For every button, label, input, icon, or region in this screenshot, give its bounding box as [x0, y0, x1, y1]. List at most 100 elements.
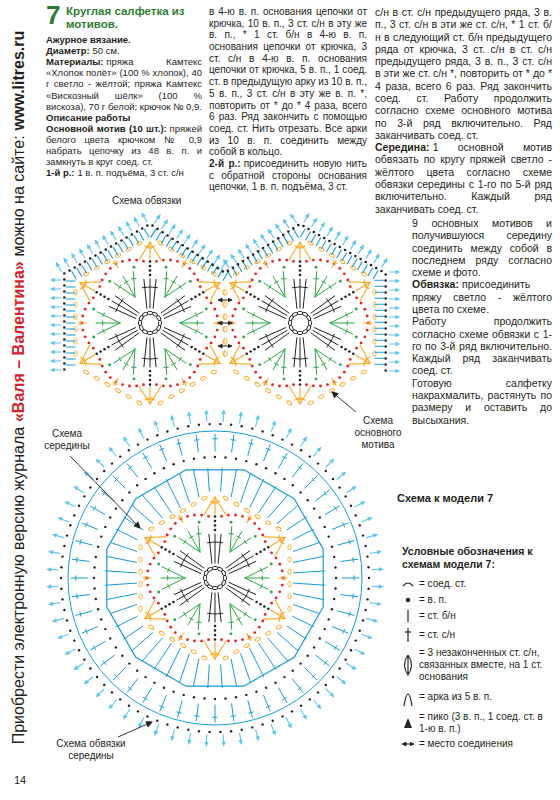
stitch-bar	[81, 357, 85, 359]
chain-dot	[263, 605, 266, 608]
stitch-line	[389, 325, 395, 326]
stitch-bar	[322, 363, 326, 365]
paragraph: Готовую салфетку накрахмалить, растянуть…	[412, 377, 552, 426]
chain-dot	[282, 234, 285, 237]
stitch-bar	[248, 589, 250, 593]
chain-stitch	[159, 631, 165, 637]
stitch-line	[389, 352, 395, 353]
chain-dot	[242, 347, 245, 350]
stitch-line	[372, 569, 379, 570]
chain-dot	[208, 423, 210, 425]
chain-stitch	[201, 655, 207, 661]
chain-dot	[163, 687, 165, 689]
stitch-line	[143, 688, 152, 703]
chain-dot	[142, 260, 145, 263]
paragraph: в 4-ю в. п. основания цепочки от крючка,…	[209, 6, 367, 158]
stitch-line	[349, 281, 370, 283]
chain-dot	[312, 259, 315, 262]
chain-dot	[324, 628, 326, 630]
chain-dot	[242, 260, 245, 263]
stitch-line	[66, 340, 75, 341]
stitch-line	[315, 349, 336, 363]
stitch-bar	[324, 492, 327, 496]
stitch-line	[256, 420, 258, 427]
model-number: 7	[46, 0, 60, 30]
stitch-bar	[248, 517, 252, 519]
stitch-line	[210, 283, 220, 302]
stitch-line	[232, 435, 234, 452]
stitch-line	[144, 217, 147, 222]
chain-dot	[214, 625, 217, 628]
chain-dot	[380, 270, 383, 273]
stitch-bar	[213, 654, 217, 655]
stitch-bar	[213, 717, 217, 718]
chain-dot	[254, 272, 257, 275]
stitch-line	[180, 474, 190, 503]
chain-dot	[245, 460, 247, 462]
chain-dot	[63, 320, 66, 323]
chain-dot	[315, 266, 318, 269]
chain-dot	[105, 248, 108, 251]
chain-dot	[332, 676, 334, 678]
chain-dot	[136, 230, 139, 233]
chain-dot	[191, 251, 194, 254]
chain-dot	[63, 296, 66, 299]
chain-dot	[291, 443, 293, 445]
chain-dot	[270, 591, 273, 594]
pico	[275, 224, 280, 229]
stitch-line	[179, 538, 200, 552]
stitch-line	[289, 233, 294, 241]
stitch-line	[375, 292, 384, 293]
stitch-line	[189, 416, 190, 423]
chain-dot	[63, 278, 66, 281]
chain-stitch	[224, 314, 227, 320]
stitch-line	[90, 642, 105, 651]
stitch-line	[270, 610, 285, 619]
chain-dot	[227, 514, 230, 517]
chain-dot	[217, 267, 220, 270]
pico	[373, 533, 378, 537]
stitch-line	[360, 283, 370, 302]
text-column: Ажурное вязание.Диаметр:50 см.Материалы:…	[46, 34, 202, 178]
pico	[352, 240, 357, 246]
chain-stitch	[148, 526, 154, 532]
stitch-line	[315, 272, 317, 297]
stitch-line	[330, 312, 353, 323]
chain-dot	[151, 224, 154, 227]
pico	[52, 618, 57, 622]
chain-stitch	[189, 382, 195, 388]
pico	[50, 359, 55, 364]
stitch-line	[78, 489, 84, 493]
stitch-line	[115, 296, 139, 313]
join-symbol	[402, 744, 414, 745]
chain-dot	[186, 515, 189, 518]
pico	[48, 550, 53, 555]
stitch-line	[250, 479, 264, 507]
stitch-line	[189, 733, 190, 740]
stitch-bar	[83, 283, 85, 287]
chain-dot	[214, 638, 217, 641]
chain-dot	[319, 516, 321, 518]
chain-stitch	[288, 557, 291, 563]
stitch-line	[203, 260, 208, 268]
stitch-line	[126, 710, 130, 716]
stitch-line	[294, 583, 325, 585]
chain-dot	[149, 260, 152, 263]
chain-dot	[278, 590, 281, 593]
stitch-line	[241, 474, 251, 503]
stitch-bar	[183, 334, 185, 338]
slip-stitch-symbol	[403, 583, 413, 586]
stitch-line	[300, 386, 311, 404]
stitch-line	[172, 242, 177, 250]
chain-dot	[193, 371, 196, 374]
stitch-line	[136, 221, 139, 226]
stitch-line	[228, 586, 253, 601]
chain-stitch	[222, 495, 228, 501]
chain-dot	[299, 662, 301, 664]
stitch-line	[332, 261, 336, 268]
stitch-line	[283, 272, 285, 297]
chain-dot	[271, 260, 274, 263]
stitch-line	[156, 725, 159, 732]
chain-dot	[305, 260, 308, 263]
stitch-bar	[242, 554, 245, 558]
